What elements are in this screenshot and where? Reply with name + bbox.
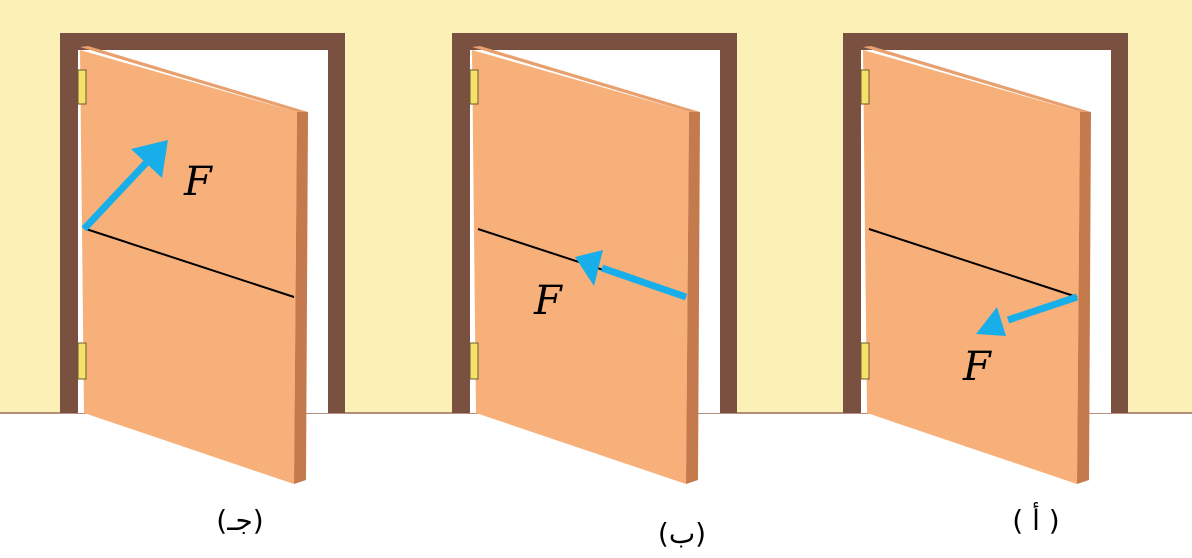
door-panel <box>80 50 297 484</box>
force-label-f: F <box>962 344 992 390</box>
force-arrow <box>1006 293 1079 324</box>
reference-line <box>85 228 295 298</box>
panel-caption: (جـ) <box>216 504 263 537</box>
door-panel <box>472 50 689 484</box>
door-edge <box>1077 112 1091 484</box>
force-arrow <box>81 160 149 232</box>
door-top-edge <box>863 46 1091 112</box>
hinge-top <box>77 69 87 105</box>
door-panel <box>863 50 1080 484</box>
panel-caption: ( أ ) <box>1012 501 1059 537</box>
door-edge <box>686 112 700 484</box>
reference-line <box>868 228 1078 298</box>
hinge-bottom <box>77 342 87 380</box>
hinge-top <box>860 69 870 105</box>
panel-caption: (ب) <box>658 517 706 550</box>
force-arrowhead <box>976 307 1006 336</box>
force-arrow <box>600 264 688 301</box>
panel-b: F (ب) <box>452 33 737 550</box>
hinge-top <box>469 69 479 105</box>
force-label-f: F <box>533 278 563 324</box>
door-top-edge <box>80 46 308 112</box>
force-arrowhead <box>131 140 168 178</box>
door-top-edge <box>472 46 700 112</box>
force-arrowhead <box>575 250 603 286</box>
hinge-bottom <box>469 342 479 380</box>
panel-a: F ( أ ) <box>843 33 1128 537</box>
force-label-f: F <box>183 159 213 205</box>
door-edge <box>294 112 308 484</box>
panel-c: F (جـ) <box>60 33 345 537</box>
hinge-bottom <box>860 342 870 380</box>
